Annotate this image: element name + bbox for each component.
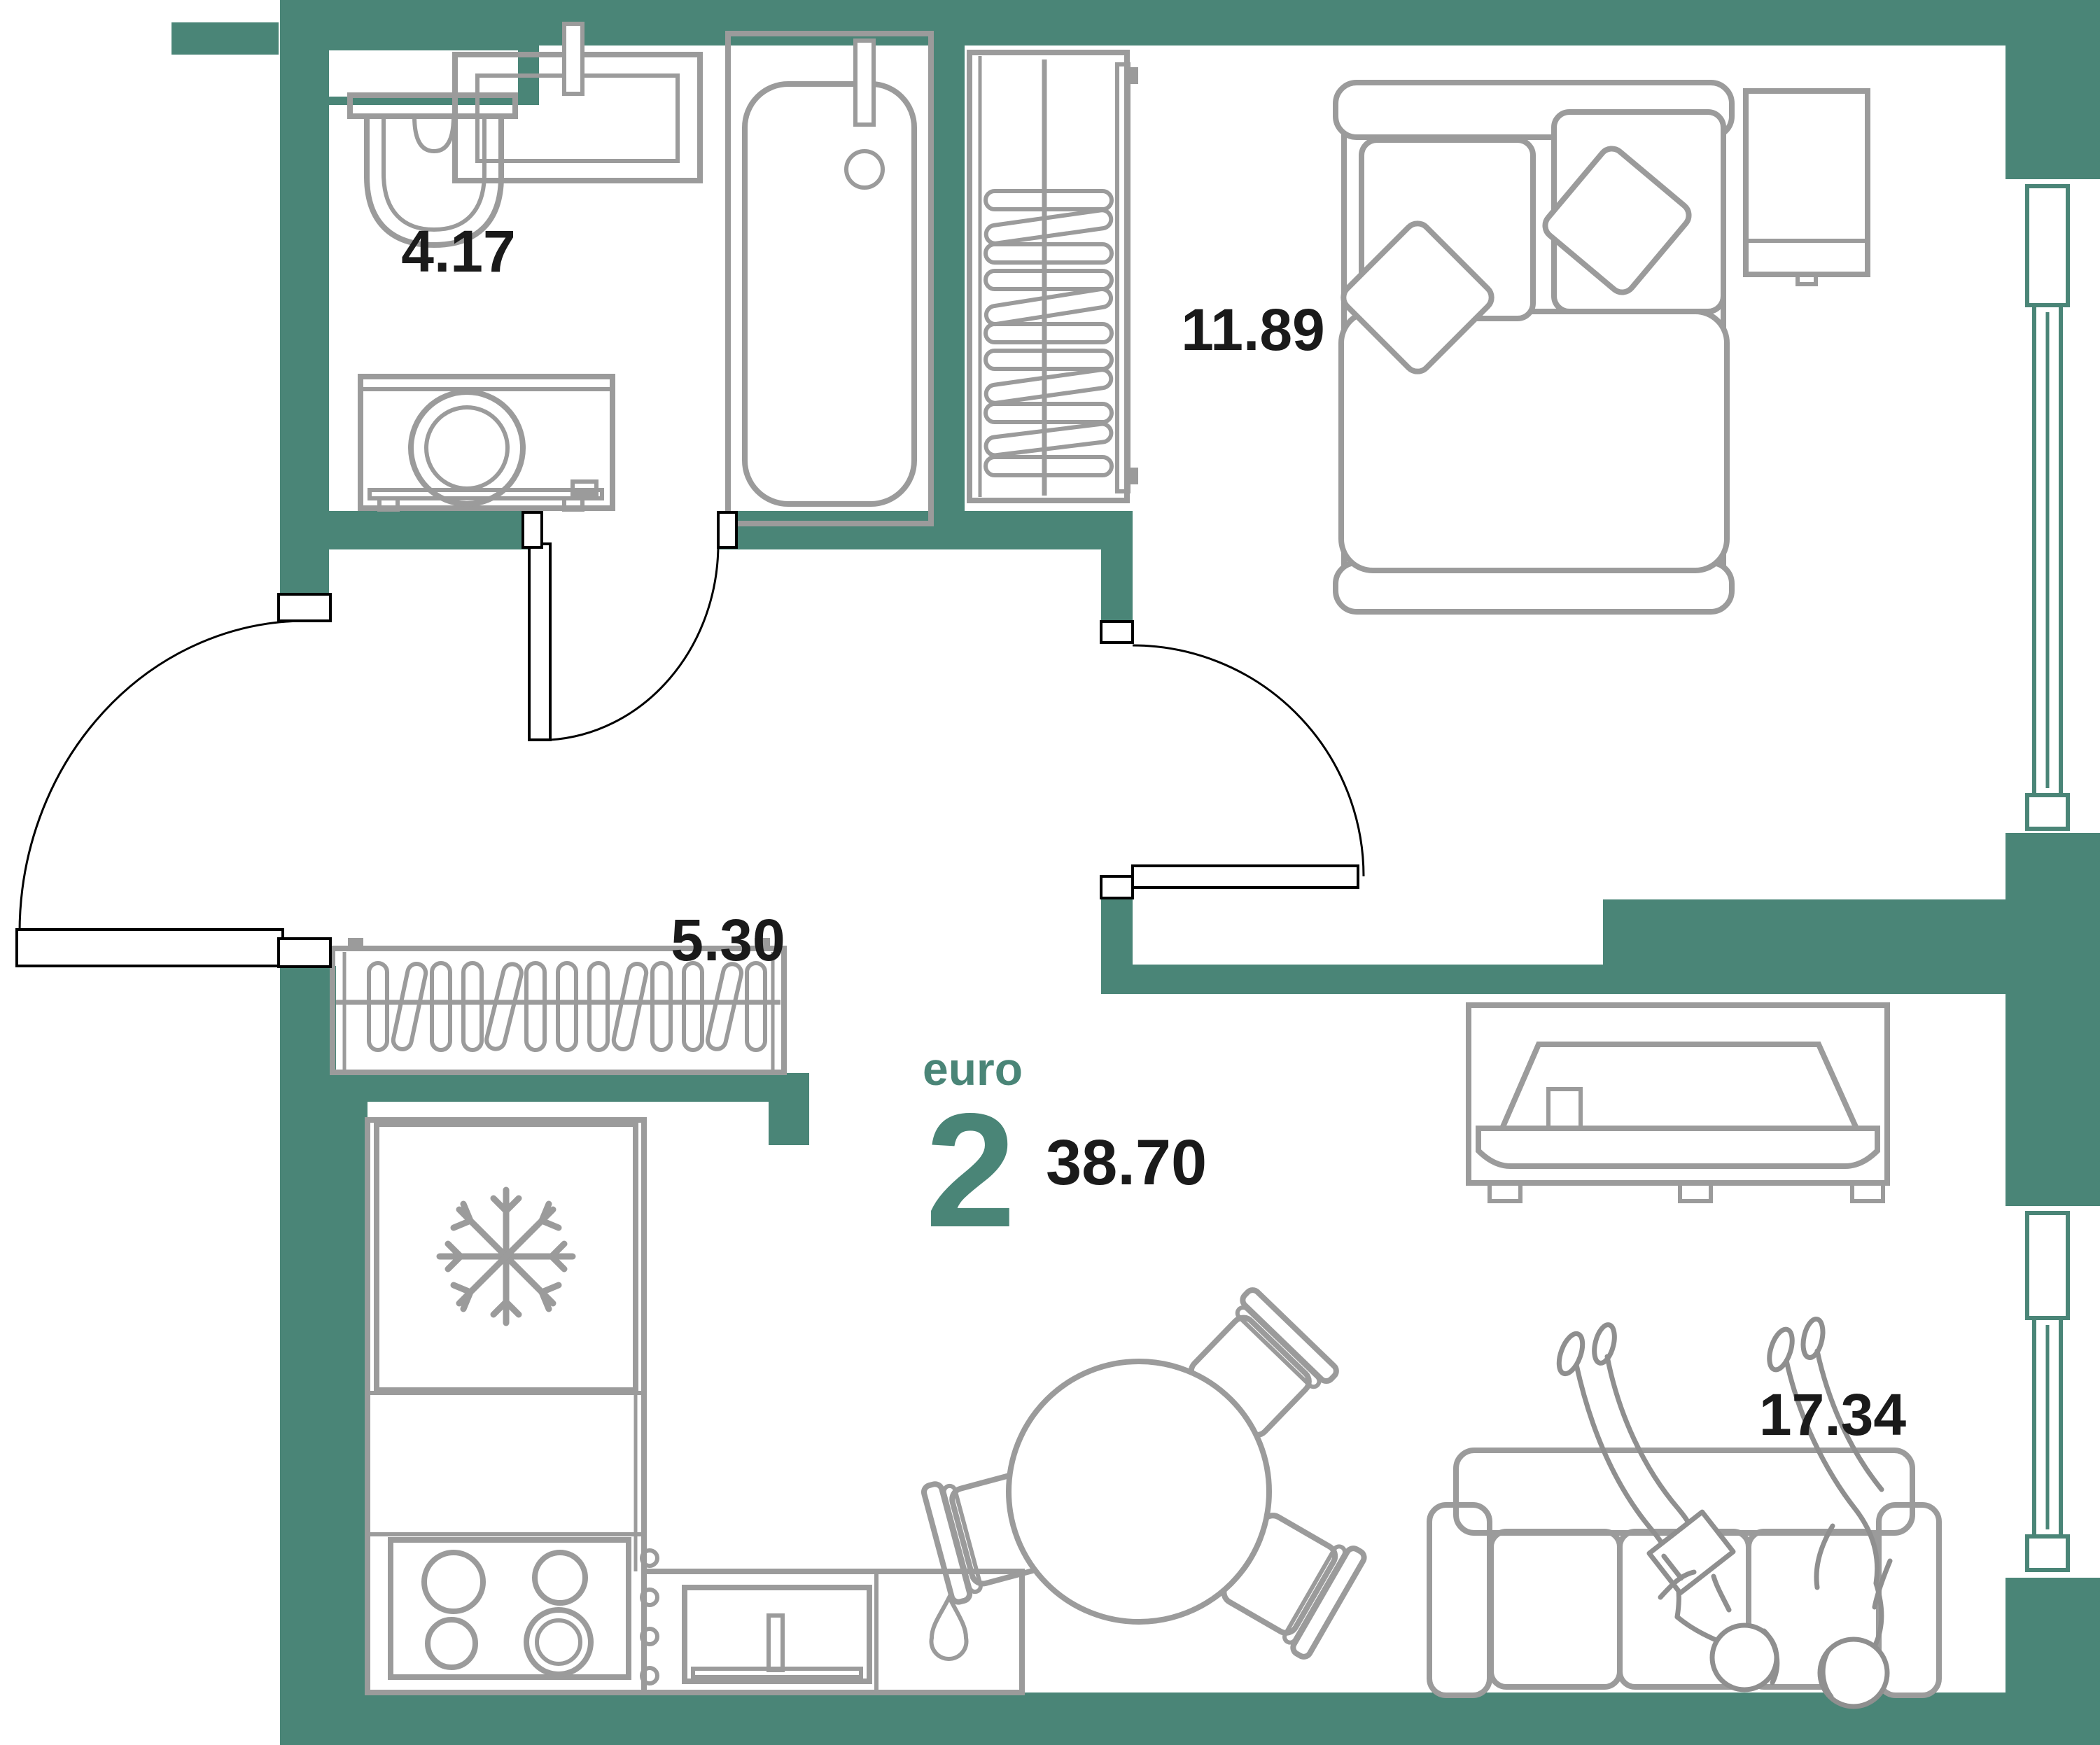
door-jamb xyxy=(522,511,543,549)
walls xyxy=(172,0,2100,1745)
unit-summary: euro 2 38.70 xyxy=(923,1043,1207,1261)
door-leaf xyxy=(15,928,284,967)
nightstand xyxy=(1743,88,1870,286)
fridge xyxy=(374,1121,638,1393)
book xyxy=(1646,1509,1736,1596)
door-jamb xyxy=(717,511,738,549)
bedroom-door xyxy=(1100,620,1365,899)
accent-pillow xyxy=(1542,146,1692,295)
bedroom-wardrobe xyxy=(967,50,1138,503)
snowflake-icon xyxy=(436,1186,576,1326)
water-heater-cabinet xyxy=(929,1592,969,1661)
room-area-label-hallway: 5.30 xyxy=(671,907,785,973)
head xyxy=(1817,1637,1890,1709)
blanket xyxy=(1338,309,1730,573)
window-bedroom xyxy=(2025,184,2070,831)
tv-stand xyxy=(1466,1002,1890,1203)
door-leaf xyxy=(528,542,552,741)
door-jamb xyxy=(277,593,332,622)
room-area-label-bathroom: 4.17 xyxy=(401,218,516,284)
person-figure xyxy=(1556,1322,1780,1693)
kitchen-sink xyxy=(682,1585,872,1684)
dining-table-set xyxy=(923,1287,1366,1660)
washing-machine xyxy=(358,374,615,512)
bathroom-door xyxy=(522,511,738,741)
room-area-label-kitchen-living: 17.34 xyxy=(1759,1382,1906,1448)
rooms-count: 2 xyxy=(925,1080,1016,1261)
bathtub xyxy=(725,31,934,526)
dining-table xyxy=(1006,1359,1272,1625)
stove xyxy=(388,1537,659,1686)
hanger-icons xyxy=(369,962,765,1051)
toilet xyxy=(347,92,518,248)
door-jamb xyxy=(277,937,332,968)
bed xyxy=(1333,80,1735,615)
door-leaf xyxy=(1131,864,1359,889)
hallway-closet xyxy=(330,938,787,1075)
door-jamb xyxy=(1100,620,1134,644)
total-area: 38.70 xyxy=(1046,1127,1207,1198)
accent-pillow xyxy=(1340,220,1494,374)
exterior-wall-stub xyxy=(172,22,279,55)
bathroom-sink xyxy=(452,22,703,183)
water-drop-icon xyxy=(929,1592,969,1661)
person-figure xyxy=(1767,1316,1893,1709)
entrance-door xyxy=(15,593,332,968)
room-area-label-bedroom: 11.89 xyxy=(1181,297,1325,363)
unit-type-label: euro xyxy=(923,1043,1023,1095)
window-living-room xyxy=(2025,1211,2070,1572)
door-jamb xyxy=(1100,875,1134,899)
hanger-icons xyxy=(985,191,1112,475)
